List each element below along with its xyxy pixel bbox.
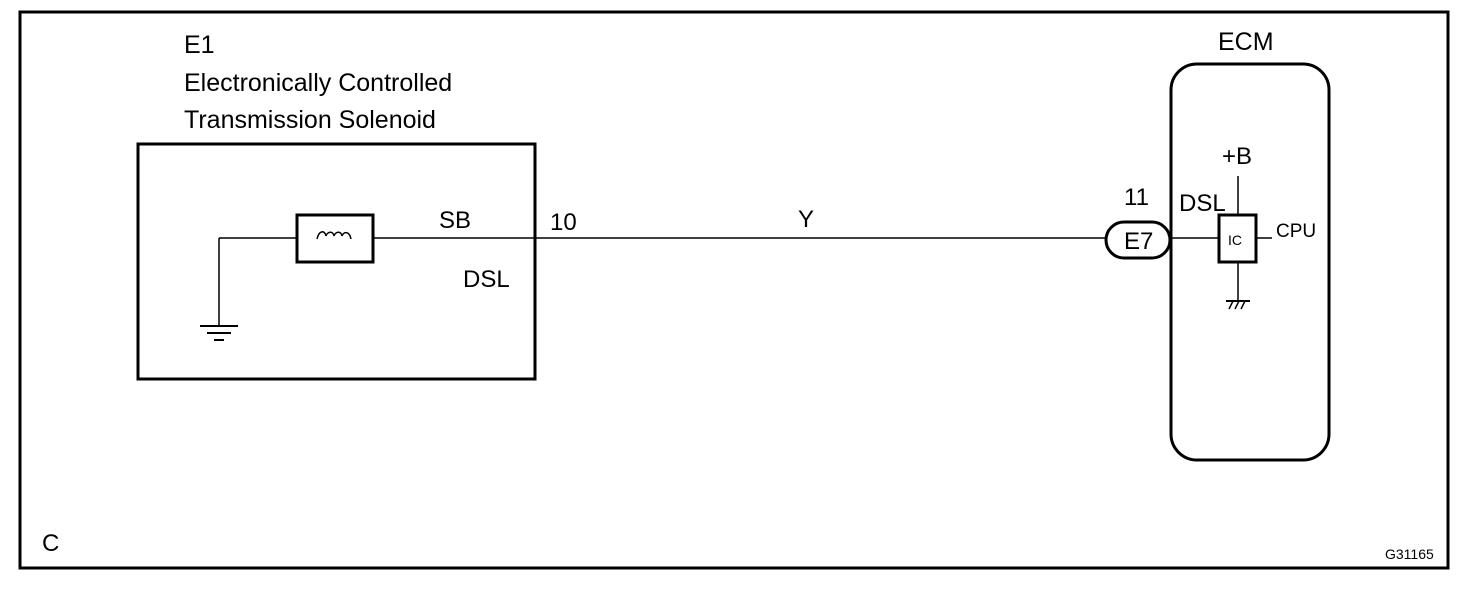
component-name-line1: Electronically Controlled [184,69,452,97]
terminal-sb-label: SB [439,207,471,234]
figure-label: C [42,530,59,557]
ecm-box [1169,62,1331,462]
cpu-label: CPU [1276,221,1316,242]
pin-11-label: 11 [1124,184,1149,211]
figure-code: G31165 [1385,546,1434,562]
solenoid-coil-icon [295,213,375,264]
supply-label: +B [1222,143,1252,170]
ground-icon [200,238,238,341]
wire-color-label: Y [798,206,814,233]
component-name-line2: Transmission Solenoid [184,106,436,134]
diagram-frame [18,10,1450,570]
chassis-ground-icon [1226,262,1250,310]
ic-label: IC [1228,232,1242,248]
ecm-title: ECM [1218,28,1274,56]
pin-10-label: 10 [550,209,577,236]
connector-e7-label: E7 [1124,228,1153,255]
component-id: E1 [184,31,215,59]
ecm-dsl-label: DSL [1179,190,1226,217]
connector-e7 [1104,220,1172,260]
terminal-dsl-label: DSL [463,266,510,293]
solenoid-component-box [136,142,537,381]
